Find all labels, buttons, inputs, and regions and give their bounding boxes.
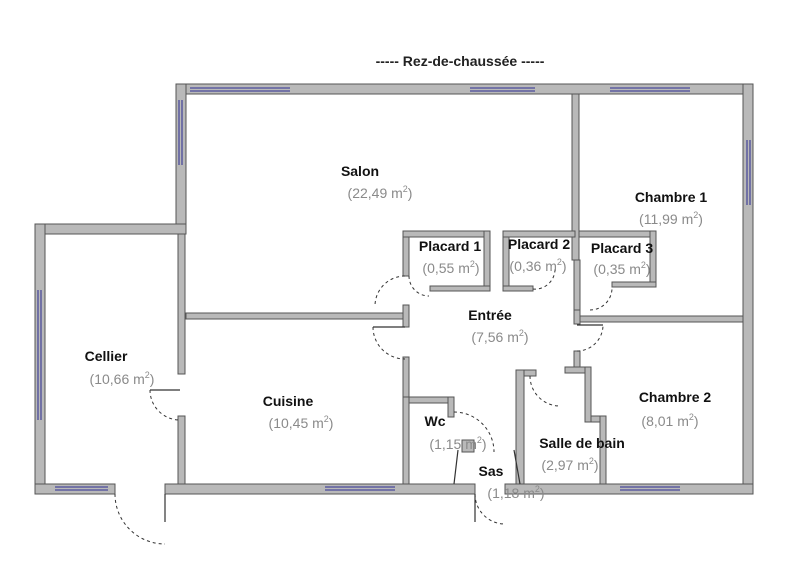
room-name: Salle de bain xyxy=(539,435,625,451)
room-name: Wc xyxy=(425,413,446,429)
room-area: (8,01 m2) xyxy=(641,412,698,429)
room-sas: Sas (1,18 m2) xyxy=(479,463,545,501)
room-placard-2: Placard 2 (0,36 m2) xyxy=(508,236,570,274)
room-cuisine: Cuisine (10,45 m2) xyxy=(263,393,334,431)
room-area: (0,36 m2) xyxy=(509,257,566,274)
room-placard-1: Placard 1 (0,55 m2) xyxy=(419,238,481,276)
room-area: (0,55 m2) xyxy=(422,259,479,276)
doors xyxy=(114,268,613,545)
room-name: Cuisine xyxy=(263,393,314,409)
plan-title: ----- Rez-de-chaussée ----- xyxy=(376,53,545,69)
outer-walls xyxy=(34,83,754,495)
room-name: Chambre 2 xyxy=(639,389,712,405)
room-placard-3: Placard 3 (0,35 m2) xyxy=(591,240,653,277)
room-area: (1,18 m2) xyxy=(487,484,544,501)
interior-walls xyxy=(177,93,744,485)
room-area: (2,97 m2) xyxy=(541,456,598,473)
room-chambre-2: Chambre 2 (8,01 m2) xyxy=(639,389,712,429)
room-area: (22,49 m2) xyxy=(348,184,413,201)
room-name: Salon xyxy=(341,163,379,179)
room-name: Chambre 1 xyxy=(635,189,708,205)
room-name: Placard 1 xyxy=(419,238,481,254)
room-chambre-1: Chambre 1 (11,99 m2) xyxy=(635,189,708,227)
room-cellier: Cellier (10,66 m2) xyxy=(85,348,155,387)
room-name: Placard 3 xyxy=(591,240,653,256)
room-area: (0,35 m2) xyxy=(593,260,650,277)
room-wc: Wc (1,15 m2) xyxy=(425,413,487,452)
room-name: Sas xyxy=(479,463,504,479)
room-name: Cellier xyxy=(85,348,128,364)
room-entree: Entrée (7,56 m2) xyxy=(468,307,528,345)
room-area: (11,99 m2) xyxy=(639,210,703,227)
room-area: (7,56 m2) xyxy=(471,328,528,345)
room-area: (1,15 m2) xyxy=(429,435,486,452)
windows xyxy=(37,87,751,491)
room-name: Entrée xyxy=(468,307,512,323)
room-salle-de-bain: Salle de bain (2,97 m2) xyxy=(539,435,625,473)
room-salon: Salon (22,49 m2) xyxy=(341,163,413,201)
room-area: (10,45 m2) xyxy=(269,414,334,431)
room-area: (10,66 m2) xyxy=(90,370,155,387)
room-name: Placard 2 xyxy=(508,236,570,252)
